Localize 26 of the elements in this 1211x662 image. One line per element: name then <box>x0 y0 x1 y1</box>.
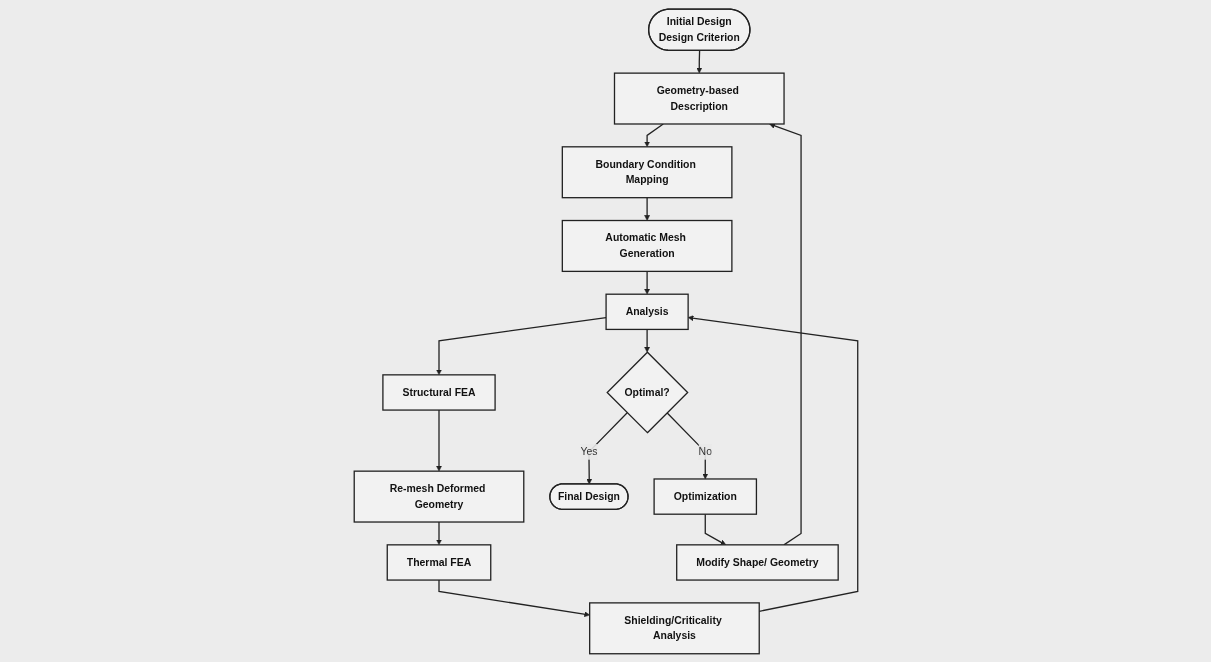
node-box: Automatic Mesh Generation <box>561 219 733 272</box>
node-box: Re-mesh Deformed Geometry <box>353 470 524 523</box>
arrow <box>768 122 802 545</box>
arrow <box>435 520 442 545</box>
arrow <box>704 513 726 545</box>
node-box: Structural FEA <box>381 373 496 411</box>
node-box: Thermal FEA <box>386 543 491 581</box>
node-box: Optimization <box>652 477 757 515</box>
node-box: Shielding/Criticality Analysis <box>588 601 760 654</box>
arrow <box>585 411 628 484</box>
arrow <box>643 270 650 294</box>
arrow <box>665 411 708 479</box>
node-box: Modify Shape/ Geometry <box>675 543 839 581</box>
arrow <box>435 408 442 471</box>
arrow <box>643 328 650 352</box>
edge-label: Yes <box>579 445 597 457</box>
node-box: Geometry-based Description <box>613 72 785 125</box>
node-box: Analysis <box>604 293 689 330</box>
arrow <box>437 578 590 617</box>
arrow <box>643 196 650 221</box>
node-box: Boundary Condition Mapping <box>561 145 733 198</box>
arrow <box>643 122 664 147</box>
arrow <box>687 314 858 612</box>
edge-label: No <box>698 445 712 457</box>
arrow <box>695 49 702 73</box>
node-diamond: Optimal? <box>605 350 689 434</box>
